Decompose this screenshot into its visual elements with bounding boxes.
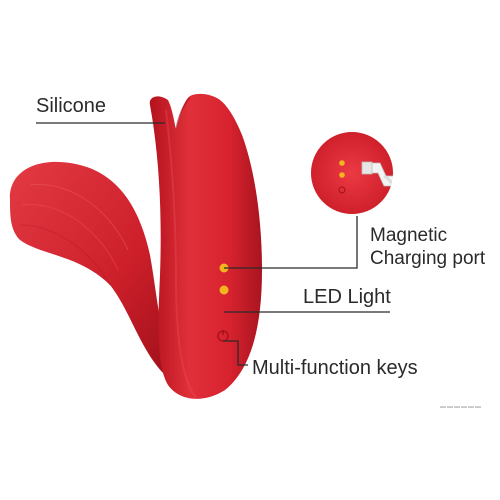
charging-contact-lower xyxy=(219,285,229,295)
label-magnetic-line2: Charging port xyxy=(370,248,486,269)
label-silicone: Silicone xyxy=(36,95,107,117)
label-led-light: LED Light xyxy=(303,286,391,308)
charging-port-inset xyxy=(309,130,395,216)
keys-leader-line xyxy=(223,340,248,366)
label-multi-function-keys: Multi-function keys xyxy=(252,357,418,379)
watermark: ▬▬▬▬▬▬ xyxy=(440,404,482,410)
label-magnetic-charging-port: Magnetic Charging port xyxy=(370,224,485,270)
product-arm xyxy=(9,161,176,375)
label-magnetic-line1: Magnetic xyxy=(370,225,448,246)
magnetic-leader-line xyxy=(224,216,358,269)
product-body xyxy=(149,93,262,399)
